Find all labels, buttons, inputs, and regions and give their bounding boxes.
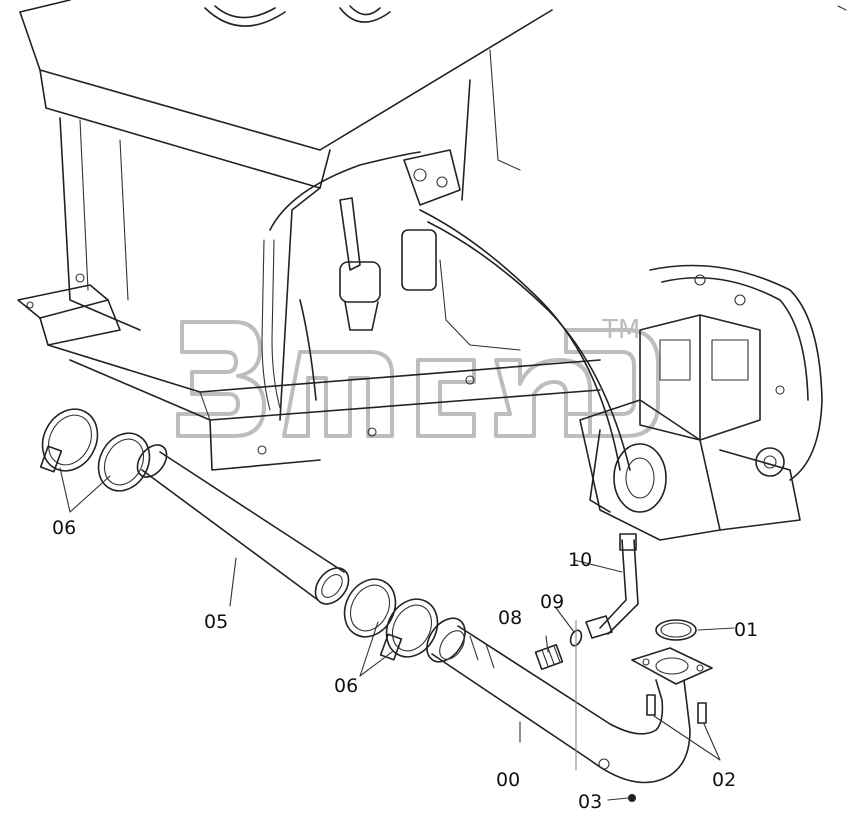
washer-09 [569, 629, 583, 647]
callout-01: 01 [734, 619, 758, 641]
hose-clamp-pair-lower [343, 578, 439, 661]
corner-mark [837, 5, 847, 11]
callout-00: 00 [496, 769, 520, 791]
watermark-logo: TM [176, 315, 660, 438]
callout-08: 08 [498, 607, 522, 629]
callout-05: 05 [204, 611, 228, 633]
o-ring-01 [655, 619, 697, 641]
hose-clamp-pair-upper [39, 408, 151, 492]
pump-housing [579, 264, 823, 541]
fitting-08 [534, 643, 564, 671]
callout-06-lower: 06 [334, 675, 358, 697]
callout-10: 10 [568, 549, 592, 571]
fuel-tank-assembly [17, 0, 631, 471]
callout-03: 03 [578, 791, 602, 813]
elbow-pipe-00 [426, 617, 713, 802]
pipe-fitting-10 [585, 533, 639, 639]
leader-lines [59, 467, 735, 801]
callout-06-upper: 06 [52, 517, 76, 539]
callout-labels: 06 05 06 08 09 10 01 02 00 03 [52, 517, 758, 813]
callout-02: 02 [712, 769, 736, 791]
callout-09: 09 [540, 591, 564, 613]
watermark-trademark: TM [601, 315, 640, 345]
hose-05 [136, 444, 350, 605]
